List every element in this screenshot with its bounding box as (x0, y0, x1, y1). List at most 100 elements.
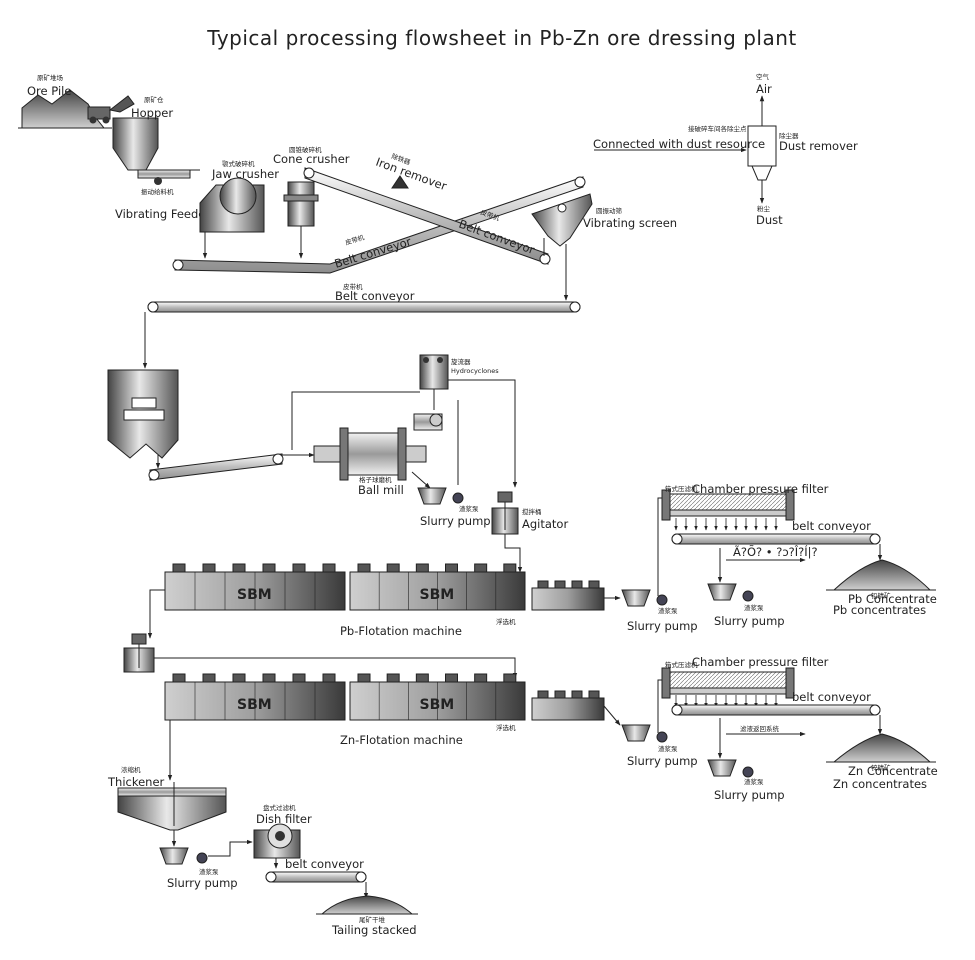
slurry-pump-zn1 (603, 677, 669, 743)
dish-cn: 盘式过滤机 (263, 803, 296, 812)
thickener-label: Thickener (107, 775, 165, 789)
belt-conveyor-tail (265, 871, 369, 899)
chamber-pressure-filter-pb (661, 489, 795, 521)
belt-conveyor-pb (671, 533, 883, 583)
belt3-cn: 皮带机 (343, 282, 363, 291)
tailing-stacked-label: Tailing stacked (331, 923, 417, 937)
feeder-label: Vibrating Feeder (115, 207, 210, 221)
pb-conc-cn: 铅精矿 (871, 591, 891, 600)
flotation-motor (588, 580, 600, 589)
slurry-pump-tail (159, 839, 253, 865)
dish-filter (253, 823, 301, 869)
belt2-label: Belt conveyor (457, 217, 537, 257)
zn-flotation-label: Zn-Flotation machine (340, 733, 463, 747)
fine-ore-bin (107, 369, 179, 469)
hopper (112, 117, 159, 171)
vibrating-feeder (137, 169, 200, 185)
belt3-label: Belt conveyor (335, 289, 415, 303)
flotation-motor (262, 673, 276, 683)
chamber-filter-zn-label: Chamber pressure filter (692, 655, 829, 669)
pb-concentrates-label: Pb concentrates (833, 603, 926, 617)
cone-cn: 圆锥破碎机 (289, 145, 322, 154)
pump-a-cn: 渣浆泵 (658, 606, 678, 615)
flotation-motor (503, 563, 517, 573)
jaw-cn: 颚式破碎机 (222, 159, 255, 168)
slurry-pump-pb1-label: Slurry pump (627, 619, 698, 633)
zn-agitator (123, 633, 155, 673)
pb-flotation-label: Pb-Flotation machine (340, 624, 462, 638)
mill-cn: 格子球磨机 (359, 475, 392, 484)
sbm-logo: SBM (237, 587, 272, 603)
screen-label: Vibrating screen (583, 216, 677, 230)
hydrocyclones (419, 354, 449, 410)
flotation-motor (262, 563, 276, 573)
agitator-to-flotation-line (504, 534, 523, 573)
flotation-motor (292, 673, 306, 683)
filtrate-cn: 滤液返回系统 (740, 724, 780, 733)
flotation-motor (415, 563, 429, 573)
pump-mill-cn: 渣浆泵 (459, 504, 479, 513)
conn-label: Connected with dust resource (593, 137, 765, 151)
slurry-pump-mill-label: Slurry pump (420, 514, 491, 528)
pb-flot-cn: 浮选机 (496, 617, 516, 626)
tailing-pile (316, 895, 418, 915)
pb-flotation-machine: SBM SBM (164, 563, 605, 611)
sbm-logo: SBM (420, 587, 455, 603)
dust-rm-cn: 除尘器 (779, 131, 799, 140)
slurry-pump-mill (411, 471, 464, 505)
iron-label: Iron remover (374, 155, 449, 194)
belt-conveyor-pb-label: belt conveyor (792, 519, 871, 533)
feeder-cn: 振动给料机 (141, 187, 174, 196)
hopper-label: Hopper (131, 106, 173, 120)
flotation-small-bank (531, 697, 605, 721)
slurry-pump-pb2 (707, 583, 754, 602)
garbled-text: Ã?Õ? • ?ɔ?Î?Í|? (733, 544, 818, 559)
belt1-cn: 皮带机 (344, 232, 366, 246)
filter2-cn: 箱式压滤机 (665, 660, 698, 669)
pb-tail-line (147, 589, 165, 639)
dish-filter-label: Dish filter (256, 812, 312, 826)
agitator-label: Agitator (522, 517, 568, 531)
hydrocyclones-label: Hydrocyclones (451, 367, 499, 375)
dust-remover (594, 95, 777, 204)
flotation-motor (537, 580, 549, 589)
flotation-motor (232, 563, 246, 573)
flotation-motor (357, 673, 371, 683)
flotation-motor (554, 690, 566, 699)
flotation-motor (202, 673, 216, 683)
flotation-motor (571, 690, 583, 699)
zn-concentrate-overlap: Zn Concentrate (848, 764, 938, 778)
belt-conveyor-long (142, 301, 581, 369)
flotation-motor (172, 563, 186, 573)
zn-concentrates-label: Zn concentrates (833, 777, 927, 791)
flotation-motor (202, 563, 216, 573)
screen-cn: 圆振动筛 (596, 206, 623, 215)
flotation-motor (292, 563, 306, 573)
flotation-motor (588, 690, 600, 699)
belt-conveyor-zn (671, 704, 883, 759)
agitator-cn: 搅拌桶 (522, 507, 542, 516)
cone-crusher (283, 181, 319, 259)
ore-pile-label: Ore Pile (27, 84, 71, 98)
jaw-crusher (199, 177, 265, 259)
slurry-pump-zn2 (707, 759, 754, 778)
jaw-label: Jaw crusher (211, 167, 279, 181)
conn-cn: 接破碎车间各除尘点 (688, 124, 747, 133)
belt-conveyor-mill-feed (148, 453, 284, 481)
pb-concentrate-pile (826, 559, 936, 591)
flotation-motor (415, 673, 429, 683)
flotation-motor (537, 690, 549, 699)
vibrating-screen (531, 193, 593, 301)
pb-filter-drips (674, 518, 778, 531)
flotation-motor (172, 673, 186, 683)
flotation-motor (357, 563, 371, 573)
dust-remover-label: Dust remover (779, 139, 858, 153)
belt-conveyor-zn-label: belt conveyor (792, 690, 871, 704)
zn-concentrate-pile (826, 733, 936, 763)
slurry-pump-zn2-label: Slurry pump (714, 788, 785, 802)
flotation-motor (474, 673, 488, 683)
sbm-logo: SBM (420, 697, 455, 713)
flotation-motor (322, 563, 336, 573)
